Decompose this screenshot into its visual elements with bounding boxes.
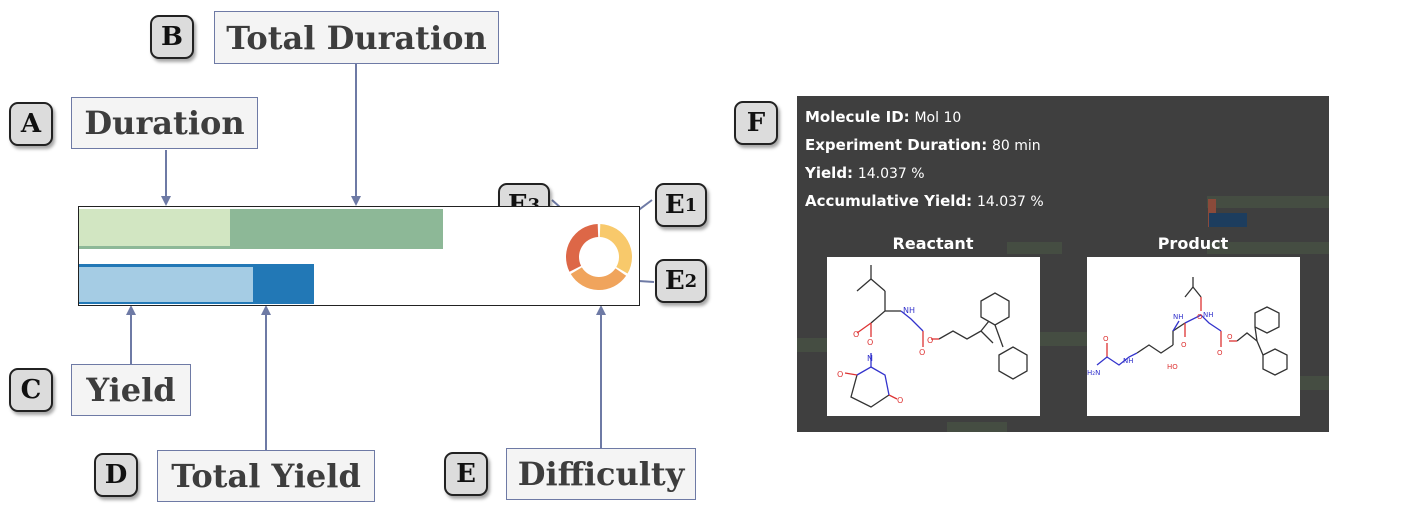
svg-text:NH: NH [1203, 311, 1214, 319]
acc-yield-label: Accumulative Yield: [805, 192, 973, 210]
difficulty-segment-e1 [599, 224, 632, 274]
svg-text:NH: NH [1123, 357, 1134, 365]
background-edge [1037, 332, 1087, 346]
molecule-id-value: Mol 10 [914, 110, 962, 126]
svg-text:NH: NH [903, 306, 915, 315]
svg-text:O: O [1181, 341, 1187, 349]
badge-b: B [150, 15, 194, 59]
reactant-molecule-drawing: OO OO OO NHN [837, 265, 1028, 408]
badge-f: F [734, 101, 778, 145]
callout-difficulty: Difficulty [506, 448, 696, 500]
svg-text:O: O [919, 348, 925, 357]
badge-a: A [9, 102, 53, 146]
background-edge [1207, 242, 1329, 254]
reactant-title: Reactant [892, 234, 974, 253]
svg-text:O: O [853, 330, 859, 339]
svg-text:HO: HO [1167, 363, 1178, 371]
callout-duration: Duration [71, 97, 258, 149]
svg-text:O: O [1217, 349, 1223, 357]
difficulty-segment-e2 [570, 267, 627, 290]
yield-value: 14.037 % [857, 166, 925, 182]
svg-text:O: O [927, 336, 933, 345]
svg-text:O: O [897, 396, 903, 405]
svg-text:O: O [1103, 335, 1109, 343]
node-glyph[interactable] [78, 206, 640, 306]
badge-e: E [444, 452, 488, 496]
product-title: Product [1157, 234, 1229, 253]
duration-bar [79, 209, 230, 246]
svg-text:O: O [837, 370, 843, 379]
svg-text:N: N [867, 354, 873, 363]
yield-label: Yield: [805, 164, 854, 182]
svg-text:O: O [1197, 313, 1203, 321]
svg-text:O: O [1227, 333, 1233, 341]
svg-text:O: O [867, 338, 873, 347]
callout-total-yield: Total Yield [157, 450, 375, 502]
duration-label: Experiment Duration: [805, 136, 988, 154]
badge-d: D [94, 453, 138, 497]
yield-bar [79, 267, 253, 302]
background-node [1209, 213, 1247, 227]
acc-yield-value: 14.037 % [976, 194, 1044, 210]
background-edge [947, 422, 1007, 432]
background-edge [797, 338, 827, 352]
svg-text:H₂N: H₂N [1087, 369, 1100, 377]
background-edge [1207, 196, 1329, 208]
duration-value: 80 min [991, 138, 1041, 154]
svg-text:NH: NH [1173, 313, 1184, 321]
difficulty-donut [566, 224, 632, 290]
difficulty-segment-e3 [566, 224, 599, 272]
molecule-id-label: Molecule ID: [805, 108, 910, 126]
callout-yield: Yield [71, 364, 191, 416]
callout-total-duration: Total Duration [214, 11, 499, 64]
badge-c: C [9, 368, 53, 412]
background-edge [1007, 242, 1062, 254]
background-edge [1297, 376, 1329, 390]
molecule-tooltip: Molecule ID: Mol 10 Experiment Duration:… [797, 96, 1329, 432]
